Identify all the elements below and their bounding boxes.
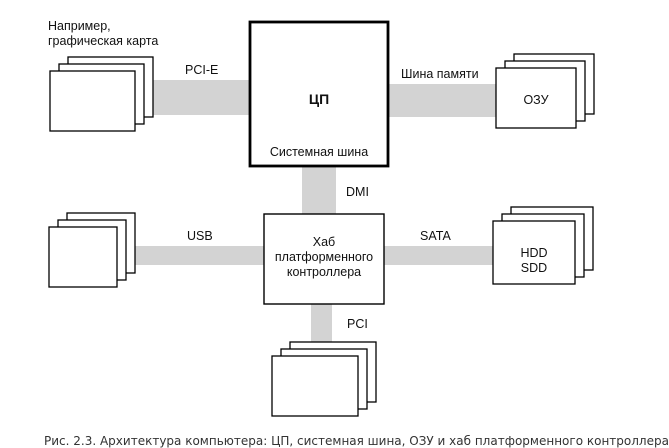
usb-label: USB — [187, 229, 213, 243]
pcie-label: PCI-E — [185, 63, 218, 77]
memory-bus-label: Шина памяти — [401, 67, 479, 81]
architecture-diagram: Например, графическая карта PCI-E ЦП Сис… — [48, 19, 595, 417]
storage-stack — [492, 206, 594, 285]
pch-label-line-3: контроллера — [287, 265, 361, 279]
usb-bus — [130, 246, 266, 265]
storage-label-line-2: SDD — [521, 261, 547, 275]
memory-bus — [388, 84, 500, 117]
pci-device-stack — [271, 341, 377, 417]
bus-connectors — [130, 80, 500, 342]
pch-label-line-2: платформенного — [275, 250, 373, 264]
pci-label: PCI — [347, 317, 368, 331]
storage-label-line-1: HDD — [520, 246, 547, 260]
example-label-line-1: Например, — [48, 19, 111, 33]
ram-stack — [495, 53, 595, 129]
cpu-box: ЦП Системная шина — [248, 20, 390, 168]
graphics-card-stack — [49, 56, 154, 132]
sata-label: SATA — [420, 229, 451, 243]
dmi-label: DMI — [346, 185, 369, 199]
dmi-bus — [302, 166, 336, 216]
cpu-label: ЦП — [309, 91, 329, 107]
pch-box: Хаб платформенного контроллера — [263, 213, 385, 305]
system-bus-label: Системная шина — [270, 145, 368, 159]
pch-label-line-1: Хаб — [313, 235, 335, 249]
usb-device-stack — [48, 212, 136, 288]
pcie-bus — [150, 80, 250, 115]
figure-caption: Рис. 2.3. Архитектура компьютера: ЦП, си… — [44, 434, 669, 448]
pci-bus — [311, 302, 332, 342]
example-label-line-2: графическая карта — [48, 34, 158, 48]
ram-label: ОЗУ — [523, 93, 548, 107]
sata-bus — [384, 246, 496, 265]
example-label: Например, графическая карта — [48, 19, 158, 48]
